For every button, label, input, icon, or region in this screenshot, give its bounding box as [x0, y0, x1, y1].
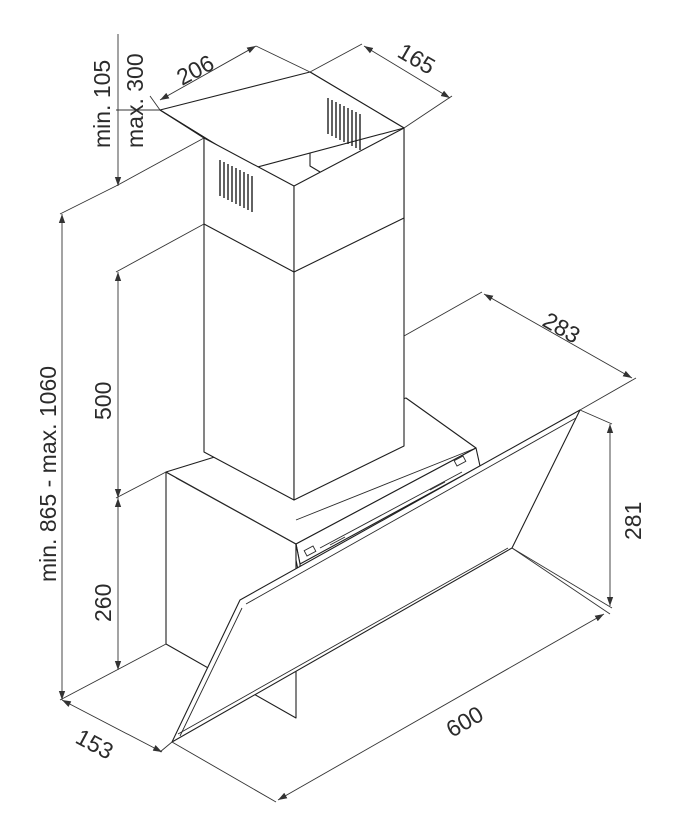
label-283: 283: [539, 307, 585, 349]
label-500: 500: [90, 382, 116, 420]
dim-line-153: [61, 699, 163, 753]
chimney-joint: [203, 223, 295, 273]
chimney-lower-front: [203, 137, 295, 501]
chimney-lower: [203, 127, 405, 501]
dim-line-600: [277, 613, 605, 801]
label-overlap-min: min. 105: [89, 60, 115, 148]
label-153: 153: [72, 723, 118, 764]
label-206: 206: [172, 49, 218, 90]
body-edge: [175, 477, 297, 545]
dim-line-283: [483, 293, 633, 379]
label-165: 165: [394, 38, 440, 80]
label-600: 600: [442, 701, 488, 743]
vent-slots-upper: [327, 98, 361, 150]
label-total-height: min. 865 - max. 1060: [35, 366, 61, 582]
glass-edge-inner: [179, 607, 243, 737]
dim-line-165: [363, 45, 451, 99]
chimney-lower-side: [293, 127, 405, 501]
dimension-lines: [58, 34, 637, 803]
dimension-labels: 206 165 min. 105 max. 300 500 min. 865 -…: [35, 38, 646, 765]
chimney-joint: [293, 217, 405, 273]
glass-edge-inner: [245, 417, 577, 605]
label-281: 281: [620, 502, 646, 540]
body-edge: [295, 447, 477, 521]
label-260: 260: [90, 584, 116, 622]
vent-slots-lower: [219, 160, 253, 212]
label-overlap-max: max. 300: [122, 53, 148, 148]
dim-line-206: [159, 45, 257, 101]
